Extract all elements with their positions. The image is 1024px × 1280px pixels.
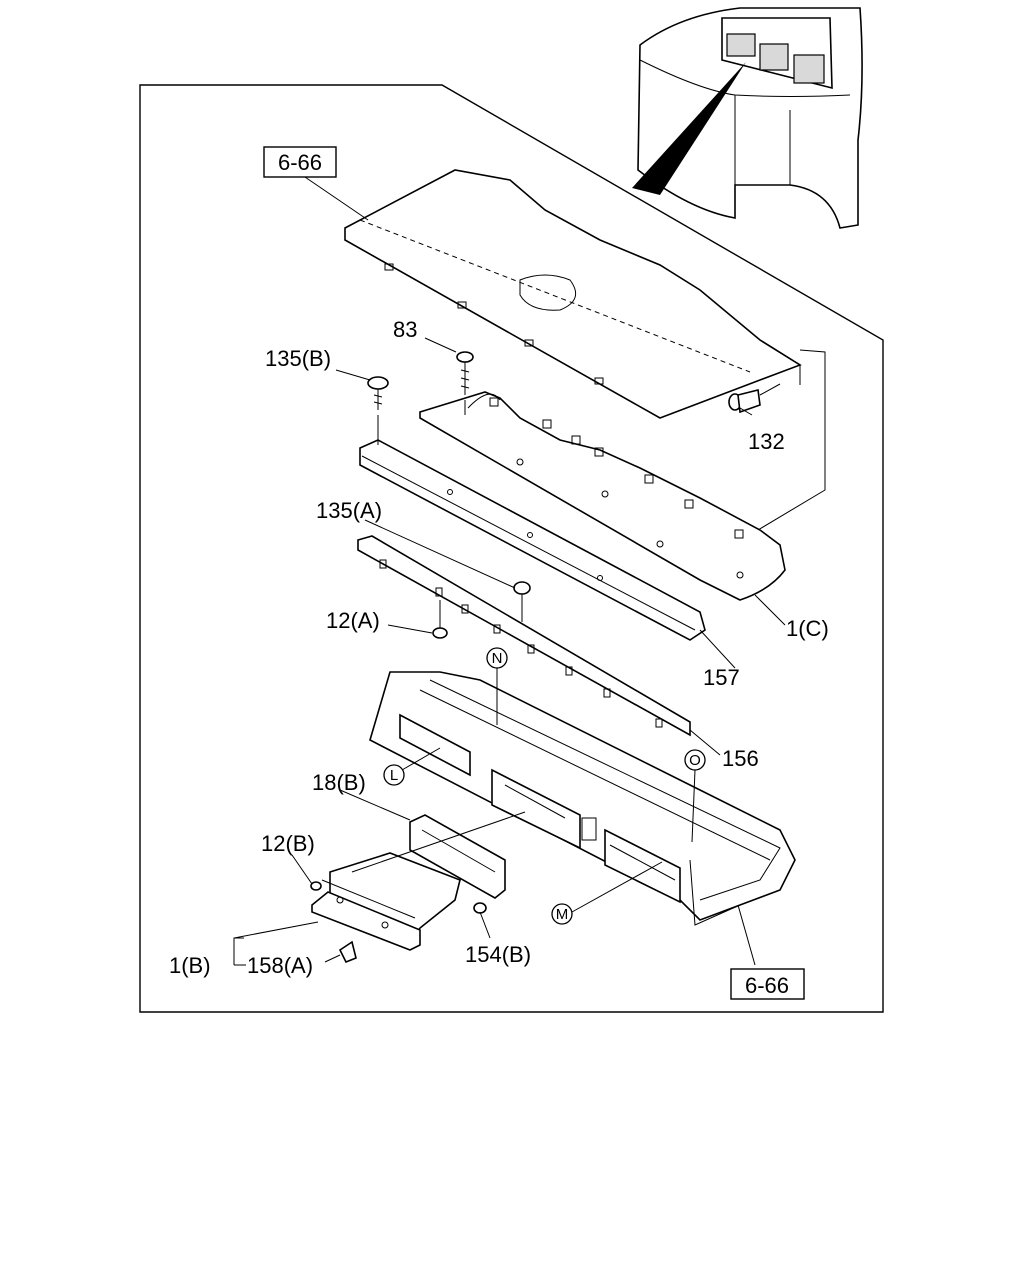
part-label-154b: 154(B): [465, 942, 531, 967]
clip-158a: [338, 940, 357, 964]
part-label-156: 156: [722, 746, 759, 771]
callout-l: L: [390, 767, 398, 784]
part-label-132: 132: [748, 429, 785, 454]
part-label-12a: 12(A): [326, 608, 380, 633]
part-label-18b: 18(B): [312, 770, 366, 795]
cap-135a: [513, 581, 531, 622]
ref-box-top: [263, 146, 337, 178]
bracket-1c: [419, 391, 786, 601]
screw-154b: [473, 902, 487, 914]
part-label-135a: 135(A): [316, 498, 382, 523]
callout-circle-n: [486, 647, 508, 669]
part-label-157: 157: [703, 665, 740, 690]
part-label-83: 83: [393, 317, 417, 342]
screw-135b: [367, 376, 389, 445]
lamp-assembly-1b: [311, 814, 506, 951]
part-label-1b: 1(B): [169, 953, 211, 978]
ref-label-top: 6-66: [278, 150, 322, 175]
callout-o: O: [689, 752, 701, 769]
cab-inset-view: [632, 7, 863, 229]
callout-circle-m: [551, 903, 573, 925]
bolt-12a: [432, 600, 448, 639]
screw-12b: [310, 881, 322, 891]
clip-132: [728, 383, 781, 414]
part-label-135b: 135(B): [265, 346, 331, 371]
ref-label-bottom: 6-66: [745, 973, 789, 998]
ref-box-bottom: [730, 968, 805, 1000]
top-panel: [344, 169, 826, 531]
screw-83: [456, 351, 474, 415]
callout-m: M: [556, 906, 569, 923]
leader-lines: [233, 174, 786, 966]
part-label-158a: 158(A): [247, 953, 313, 978]
part-label-12b: 12(B): [261, 831, 315, 856]
rail-156: [357, 535, 691, 737]
fasteners: [310, 351, 781, 964]
callout-n: N: [492, 650, 503, 667]
callout-circle-o: [684, 749, 706, 771]
callout-circle-l: [383, 764, 405, 786]
part-label-1c: 1(C): [786, 616, 829, 641]
diagram-frame: [139, 84, 884, 1013]
main-housing: [369, 671, 796, 926]
